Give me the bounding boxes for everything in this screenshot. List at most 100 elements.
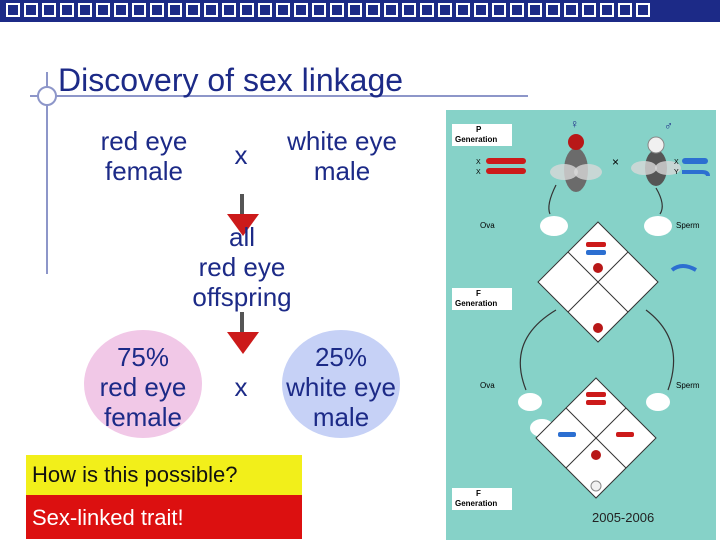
square-icon — [78, 3, 92, 17]
parent-male-line2: male — [313, 156, 371, 186]
f2-label: F — [476, 489, 481, 498]
square-icon — [186, 3, 200, 17]
square-icon — [600, 3, 614, 17]
arrow-head — [227, 214, 259, 236]
f2-generation-label: Generation — [455, 499, 497, 508]
title-underline — [30, 95, 528, 97]
male-chromosome-x — [682, 158, 708, 164]
p-generation-tag — [452, 124, 512, 146]
parent-female-line2: female — [104, 156, 184, 186]
flow-arrow-f2-left — [519, 309, 557, 391]
square-icon — [294, 3, 308, 17]
square-icon — [456, 3, 470, 17]
square-icon — [402, 3, 416, 17]
parent-male-label: white eye male — [272, 126, 412, 186]
parent-female-label: red eye female — [84, 126, 204, 186]
f1-result-label: all red eye offspring — [172, 222, 312, 312]
square-icon — [60, 3, 74, 17]
sperm-label-f1: Sperm — [676, 221, 700, 230]
fly-cross-symbol: × — [612, 155, 619, 169]
f2-female-line2: red eye — [99, 372, 187, 402]
question-box — [26, 455, 302, 495]
male-y-label: Y — [674, 169, 679, 176]
square-icon — [132, 3, 146, 17]
flow-arrow-sperm — [655, 187, 663, 215]
ovum-icon — [540, 216, 568, 236]
male-fly-icon — [631, 136, 681, 186]
square-icon — [204, 3, 218, 17]
f2-female-percent: 75% — [116, 342, 170, 372]
square-icon — [168, 3, 182, 17]
top-bar — [0, 0, 720, 22]
female-offspring-circle — [84, 330, 202, 438]
square-icon — [42, 3, 56, 17]
f2-male-line3: male — [312, 402, 370, 432]
drosophila-cross-figure: P Generation F Generation F Generation ♀… — [446, 110, 716, 540]
ovum-icon-f2-1 — [518, 393, 542, 411]
f1-generation-label: Generation — [455, 299, 497, 308]
parent-male-line1: white eye — [287, 126, 397, 156]
square-icon — [258, 3, 272, 17]
square-icon — [582, 3, 596, 17]
square-icon — [312, 3, 326, 17]
f2-female-label: 75% red eye female — [84, 342, 202, 432]
f2-generation-tag — [452, 488, 512, 510]
flow-arrow-f2-right — [645, 309, 675, 391]
arrow-down-icon — [227, 194, 259, 236]
title-vertical-rule — [46, 72, 48, 274]
square-icon — [618, 3, 632, 17]
p-label: P — [476, 125, 482, 134]
f1-label: F — [476, 289, 481, 298]
square-icon — [150, 3, 164, 17]
square-icon — [438, 3, 452, 17]
male-chromosome-y — [682, 170, 710, 177]
square-icon — [240, 3, 254, 17]
f2-male-percent: 25% — [314, 342, 368, 372]
female-x-label-2: X — [476, 169, 481, 176]
square-icon — [96, 3, 110, 17]
arrow-head — [227, 332, 259, 354]
square-icon — [492, 3, 506, 17]
male-x-label: X — [674, 159, 679, 166]
copyright-text: 2005-2006 — [592, 510, 655, 525]
flow-arrow-ova — [548, 184, 557, 215]
male-offspring-circle — [282, 330, 400, 438]
female-x-label-1: X — [476, 159, 481, 166]
square-icon — [6, 3, 20, 17]
answer-box — [26, 495, 302, 539]
square-icon — [24, 3, 38, 17]
square-icon — [348, 3, 362, 17]
decorative-squares — [6, 3, 650, 17]
title-circle-icon — [37, 86, 57, 106]
square-icon — [420, 3, 434, 17]
f2-punnett-square — [535, 377, 657, 499]
figure-svg: P Generation F Generation F Generation ♀… — [452, 117, 710, 510]
cross-symbol-1: x — [234, 140, 248, 170]
square-icon — [330, 3, 344, 17]
f1-line1: all — [228, 222, 255, 252]
square-icon — [276, 3, 290, 17]
page-title: Discovery of sex linkage — [58, 62, 404, 98]
square-icon — [528, 3, 542, 17]
male-symbol-icon: ♂ — [664, 119, 673, 133]
sperm-label-f2: Sperm — [676, 381, 700, 390]
f1-line3: offspring — [192, 282, 292, 312]
square-icon — [474, 3, 488, 17]
parent-female-line1: red eye — [100, 126, 188, 156]
f1-line2: red eye — [198, 252, 286, 282]
square-icon — [384, 3, 398, 17]
square-icon — [366, 3, 380, 17]
square-icon — [510, 3, 524, 17]
answer-text: Sex-linked trait! — [32, 505, 184, 530]
f2-female-line3: female — [103, 402, 183, 432]
square-icon — [546, 3, 560, 17]
f2-male-line2: white eye — [286, 372, 396, 402]
arrow-shaft — [240, 194, 244, 214]
female-symbol-icon: ♀ — [570, 117, 579, 131]
square-icon — [222, 3, 236, 17]
arrow-shaft — [240, 312, 244, 332]
sperm-icon — [644, 216, 672, 236]
cross-symbol-2: x — [234, 372, 248, 402]
f1-generation-tag — [452, 288, 512, 310]
question-text: How is this possible? — [32, 462, 238, 487]
